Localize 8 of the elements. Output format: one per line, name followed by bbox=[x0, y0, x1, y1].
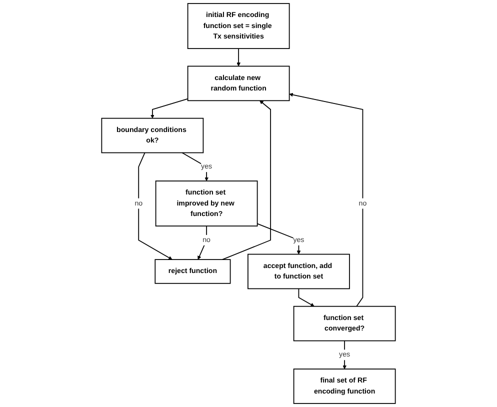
arrow bbox=[182, 152, 208, 182]
arrow bbox=[236, 48, 240, 66]
arrow bbox=[298, 288, 314, 307]
arrow bbox=[256, 223, 301, 254]
arrow bbox=[150, 98, 188, 118]
arrow bbox=[222, 100, 271, 260]
arrow bbox=[289, 92, 364, 307]
arrow bbox=[138, 152, 172, 260]
